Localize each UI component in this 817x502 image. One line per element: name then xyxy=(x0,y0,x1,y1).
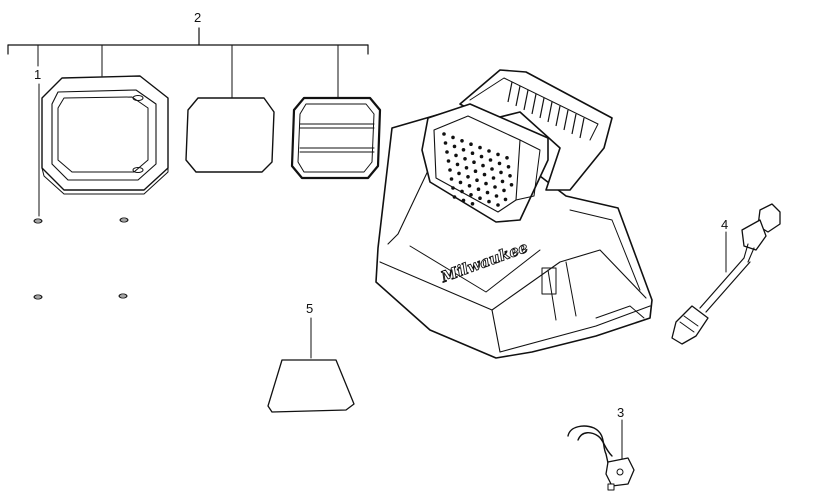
callout-3: 3 xyxy=(617,405,625,420)
screw-icon xyxy=(33,218,43,224)
diffuser-plate-part xyxy=(185,97,275,173)
lens-frame-part xyxy=(41,75,169,195)
callout-2: 2 xyxy=(194,10,202,25)
screw-icon xyxy=(119,217,129,223)
wire-bracket-part xyxy=(567,419,635,491)
callout-4: 4 xyxy=(721,217,729,232)
screw-icon xyxy=(118,293,128,299)
group-2-bracket xyxy=(7,27,369,99)
power-cord-part xyxy=(671,203,781,345)
cover-sheet-part xyxy=(267,317,355,413)
led-dot-grid xyxy=(442,132,514,207)
callout-1: 1 xyxy=(34,67,42,82)
screw-icon xyxy=(33,294,43,300)
work-light-housing xyxy=(375,69,653,359)
lens-cover-part xyxy=(290,96,382,180)
callout-5: 5 xyxy=(306,301,314,316)
